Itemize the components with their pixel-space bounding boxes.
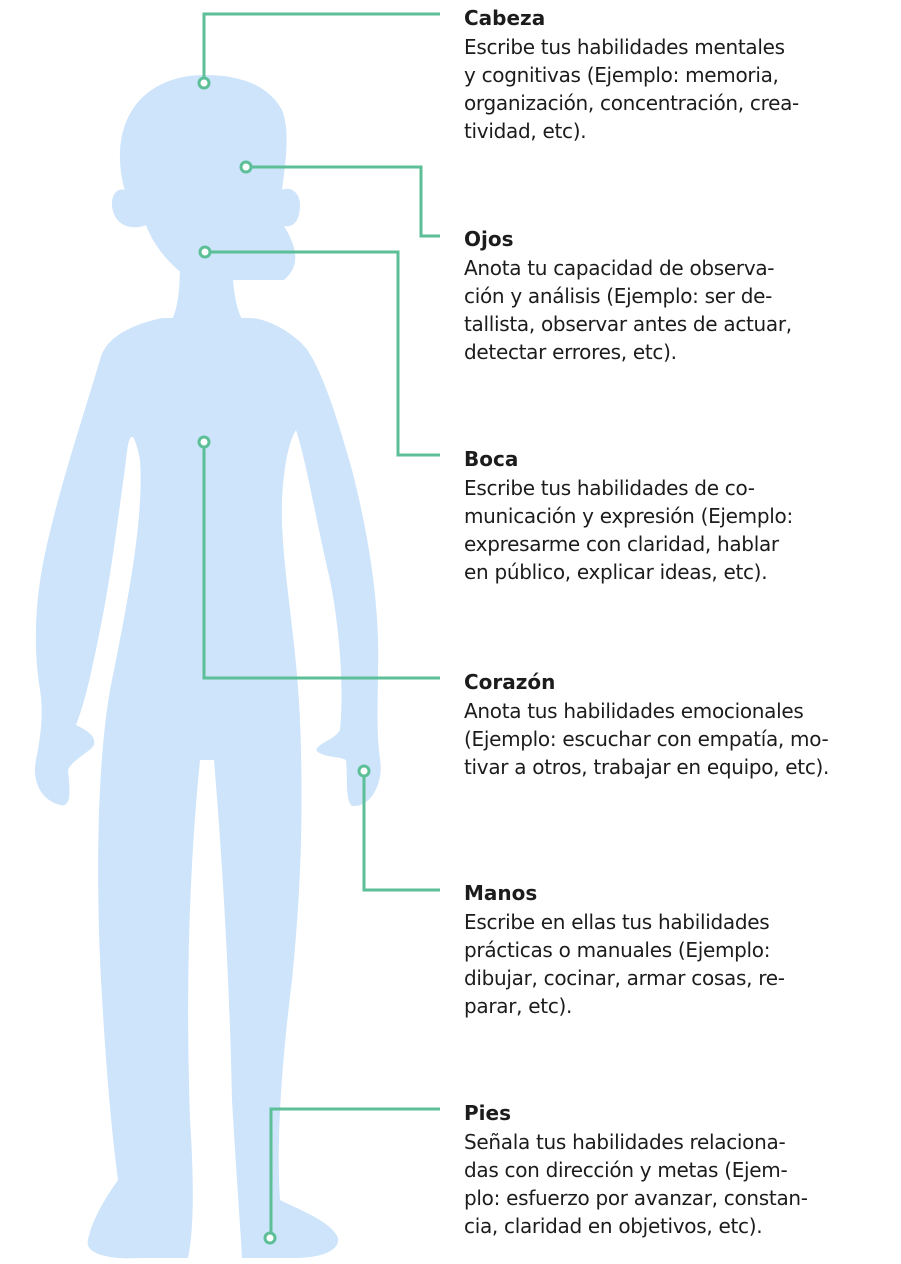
label-manos: Manos Escribe en ellas tus habilidades p… [464,880,894,1020]
label-description: Señala tus habilidades relaciona- das co… [464,1128,894,1240]
label-pies: Pies Señala tus habilidades relaciona- d… [464,1100,894,1240]
label-title: Corazón [464,669,894,695]
anchor-corazon [199,437,209,447]
label-description: Anota tu capacidad de observa- ción y an… [464,254,894,366]
label-ojos: Ojos Anota tu capacidad de observa- ción… [464,226,894,366]
anchor-pies [265,1233,275,1243]
anchor-boca [200,247,210,257]
label-title: Pies [464,1100,894,1126]
connector-cabeza [204,14,440,80]
label-title: Manos [464,880,894,906]
label-boca: Boca Escribe tus habilidades de co- muni… [464,446,894,586]
label-title: Ojos [464,226,894,252]
label-title: Cabeza [464,5,894,31]
label-title: Boca [464,446,894,472]
anchor-manos [359,766,369,776]
label-corazon: Corazón Anota tus habilidades emocionale… [464,669,894,781]
anchor-cabeza [199,78,209,88]
label-description: Escribe tus habilidades mentales y cogni… [464,33,894,145]
label-description: Escribe en ellas tus habilidades práctic… [464,908,894,1020]
label-description: Escribe tus habilidades de co- municació… [464,474,894,586]
torso-shape [35,318,381,1258]
label-description: Anota tus habilidades emocionales (Ejemp… [464,697,894,781]
label-cabeza: Cabeza Escribe tus habilidades mentales … [464,5,894,145]
anchor-ojos [241,162,251,172]
